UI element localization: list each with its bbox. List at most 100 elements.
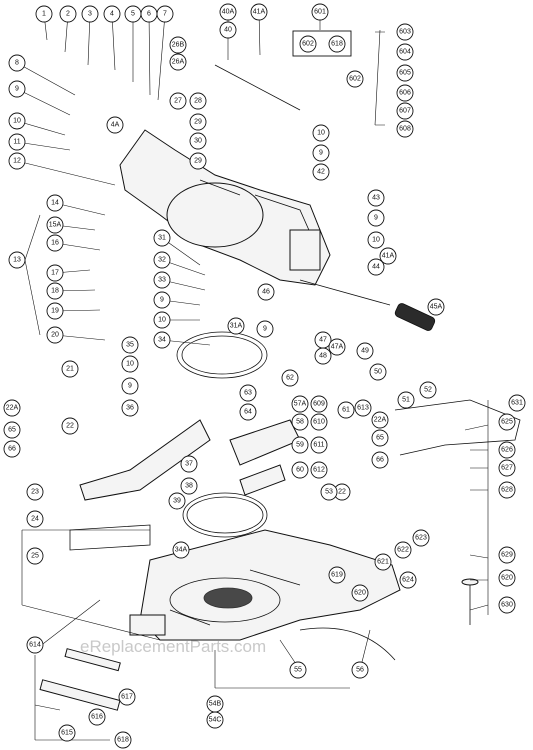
callout-badge: 25	[26, 547, 44, 565]
callout-label: 620	[501, 575, 513, 582]
callout-badge: 18	[46, 282, 64, 300]
callout-badge: 612	[310, 461, 328, 479]
callout-badge: 618	[328, 35, 346, 53]
sub-fence-616	[39, 648, 121, 711]
callout-label: 53	[325, 489, 333, 496]
callout-label: 30	[194, 138, 202, 145]
callout-badge: 37	[180, 455, 198, 473]
callout-badge: 10	[121, 355, 139, 373]
callout-label: 625	[501, 419, 513, 426]
callout-badge: 20	[46, 326, 64, 344]
callout-label: 34A	[175, 547, 188, 554]
callout-badge: 625	[498, 413, 516, 431]
callout-label: 49	[361, 348, 369, 355]
callout-badge: 604	[396, 43, 414, 61]
callout-label: 41A	[382, 253, 395, 260]
callout-label: 10	[317, 130, 325, 137]
callout-label: 26A	[172, 59, 185, 66]
callout-badge: 3	[81, 5, 99, 23]
callout-label: 629	[501, 552, 513, 559]
callout-label: 29	[194, 158, 202, 165]
callout-badge: 9	[8, 80, 26, 98]
callout-badge: 34	[153, 331, 171, 349]
callout-label: 10	[126, 361, 134, 368]
callout-badge: 2	[59, 5, 77, 23]
callout-badge: 7	[156, 5, 174, 23]
callout-badge: 31A	[227, 317, 245, 335]
callout-label: 65	[376, 435, 384, 442]
callout-label: 12	[13, 158, 21, 165]
callout-label: 21	[66, 366, 74, 373]
callout-label: 56	[356, 667, 364, 674]
callout-label: 38	[185, 483, 193, 490]
callout-label: 22	[338, 489, 346, 496]
callout-label: 19	[51, 308, 59, 315]
callout-label: 59	[296, 442, 304, 449]
callout-label: 22A	[6, 405, 19, 412]
callout-label: 60	[296, 467, 304, 474]
callout-label: 63	[244, 390, 252, 397]
callout-badge: 9	[367, 209, 385, 227]
callout-label: 24	[31, 516, 39, 523]
callout-badge: 26A	[169, 53, 187, 71]
callout-badge: 10	[153, 311, 171, 329]
callout-label: 626	[501, 447, 513, 454]
callout-badge: 8	[8, 54, 26, 72]
callout-label: 8	[15, 60, 19, 67]
callout-label: 50	[374, 369, 382, 376]
callout-label: 10	[372, 237, 380, 244]
callout-label: 52	[424, 387, 432, 394]
callout-badge: 9	[121, 377, 139, 395]
throat-plate-ring	[176, 331, 268, 379]
callout-badge: 618	[114, 731, 132, 749]
callout-badge: 41A	[379, 247, 397, 265]
callout-badge: 10	[8, 112, 26, 130]
callout-badge: 622	[394, 541, 412, 559]
callout-badge: 5	[124, 5, 142, 23]
callout-label: 606	[399, 90, 411, 97]
extension-rod	[69, 399, 521, 551]
callout-label: 47A	[331, 344, 344, 351]
callout-label: 28	[194, 98, 202, 105]
callout-label: 620	[354, 590, 366, 597]
callout-badge: 617	[118, 688, 136, 706]
callout-label: 13	[13, 257, 21, 264]
callout-label: 64	[244, 409, 252, 416]
callout-badge: 21	[61, 360, 79, 378]
callout-label: 609	[313, 401, 325, 408]
callout-badge: 607	[396, 102, 414, 120]
callout-badge: 61	[337, 401, 355, 419]
callout-badge: 44	[367, 258, 385, 276]
callout-badge: 9	[312, 144, 330, 162]
callout-label: 47	[319, 337, 327, 344]
callout-label: 54C	[209, 717, 222, 724]
callout-badge: 6	[140, 5, 158, 23]
callout-label: 11	[13, 139, 20, 146]
callout-badge: 1	[35, 5, 53, 23]
callout-badge: 66	[3, 440, 21, 458]
callout-label: 4	[110, 11, 114, 18]
callout-badge: 54B	[206, 695, 224, 713]
dust-guide-arc	[299, 627, 396, 661]
callout-badge: 630	[498, 596, 516, 614]
callout-badge: 45A	[427, 298, 445, 316]
callout-label: 25	[31, 553, 39, 560]
callout-badge: 40A	[219, 3, 237, 21]
callout-badge: 33	[153, 271, 171, 289]
callout-label: 619	[331, 572, 343, 579]
callout-badge: 602	[346, 70, 364, 88]
callout-badge: 60	[291, 461, 309, 479]
callout-badge: 65	[371, 429, 389, 447]
callout-label: 37	[185, 461, 193, 468]
callout-badge: 42	[312, 163, 330, 181]
callout-badge: 34A	[172, 541, 190, 559]
callout-badge: 19	[46, 302, 64, 320]
callout-badge: 55	[289, 661, 307, 679]
callout-label: 15A	[49, 222, 62, 229]
callout-label: 611	[313, 442, 324, 449]
callout-badge: 611	[310, 436, 328, 454]
callout-label: 608	[399, 126, 411, 133]
callout-label: 607	[399, 108, 411, 115]
callout-label: 32	[158, 257, 166, 264]
